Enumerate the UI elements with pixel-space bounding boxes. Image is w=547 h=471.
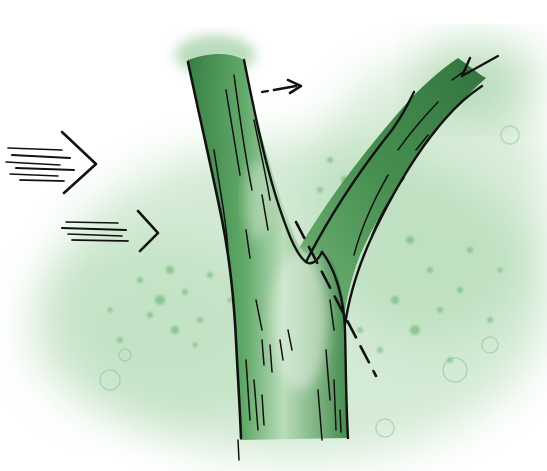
- wind-arrow-icon: [6, 132, 96, 193]
- direction-arrow-icon: [262, 80, 301, 93]
